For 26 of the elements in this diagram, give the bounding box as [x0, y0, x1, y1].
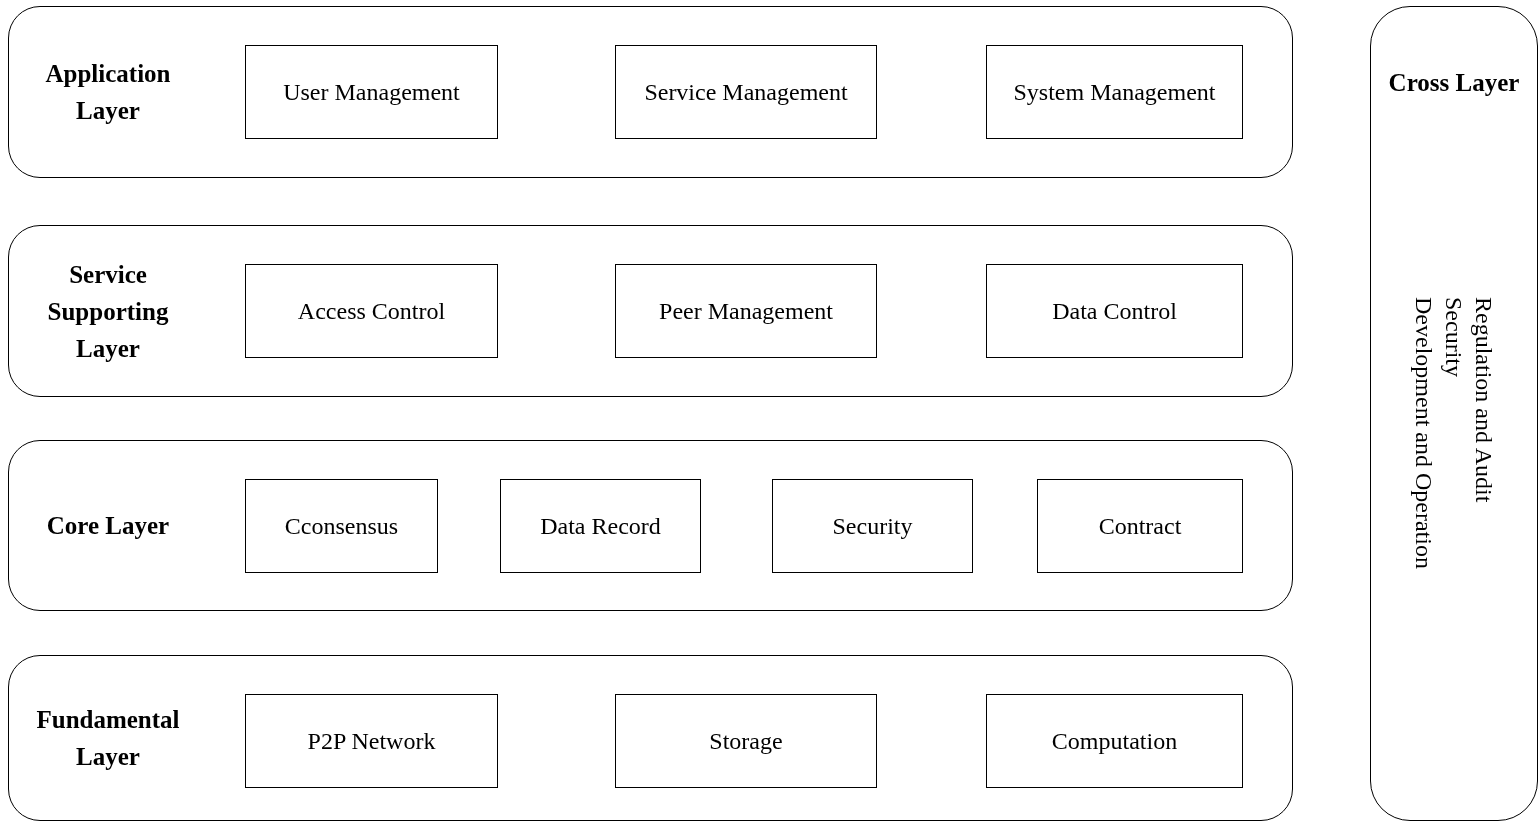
module-box: System Management [986, 45, 1243, 139]
module-box: Storage [615, 694, 877, 788]
module-box: Contract [1037, 479, 1243, 573]
module-box: Service Management [615, 45, 877, 139]
layer-panel [8, 655, 1293, 821]
module-box: Security [772, 479, 973, 573]
cross-layer-item: Regulation and Audit [1470, 297, 1498, 505]
layer-panel [1370, 6, 1538, 821]
module-box: Computation [986, 694, 1243, 788]
module-box: P2P Network [245, 694, 498, 788]
layer-panel [8, 6, 1293, 178]
layer-panel [8, 225, 1293, 397]
layer-panel [8, 440, 1293, 611]
layer-title: Core Layer [45, 511, 171, 541]
module-box: Data Control [986, 264, 1243, 358]
layer-title: Fundamental Layer [35, 705, 181, 772]
module-box: Access Control [245, 264, 498, 358]
layer-title: Cross Layer [1387, 68, 1521, 98]
layer-title: Application Layer [44, 59, 172, 126]
layer-title: Service Supporting Layer [46, 259, 170, 364]
cross-layer-item: Development and Operation [1410, 297, 1438, 569]
module-box: Data Record [500, 479, 701, 573]
module-box: Peer Management [615, 264, 877, 358]
module-box: Cconsensus [245, 479, 438, 573]
module-box: User Management [245, 45, 498, 139]
cross-layer-item: Security [1440, 297, 1468, 379]
